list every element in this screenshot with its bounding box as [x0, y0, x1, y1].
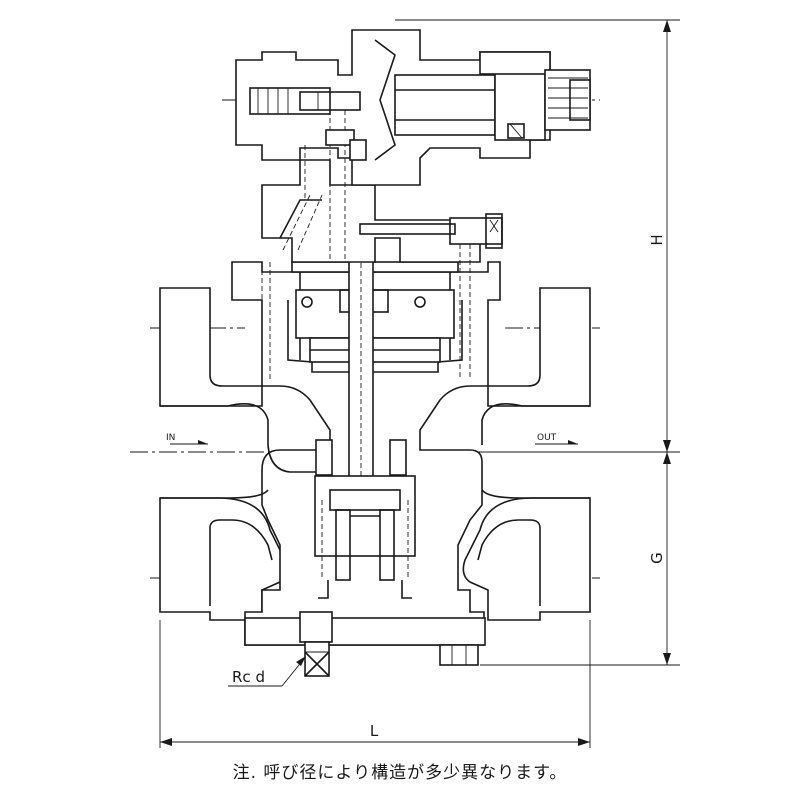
dimension-lines [159, 19, 680, 748]
dim-g-label: G [648, 552, 666, 564]
pilot-body [235, 29, 551, 260]
bottom-cover [244, 611, 486, 666]
flow-arrows [170, 440, 578, 445]
drain-plug [304, 641, 330, 677]
drawing-note: 注. 呼び径により構造が多少異なります。 [232, 763, 568, 783]
port-leader [228, 656, 306, 687]
outlet-label: OUT [537, 433, 557, 443]
inlet-flange [159, 287, 288, 621]
port-label: Rc d [232, 668, 265, 686]
main-valve-seat [314, 475, 416, 599]
inlet-label: IN [166, 433, 175, 443]
adjusting-screw [479, 51, 591, 141]
dim-l-label: L [370, 722, 379, 740]
diaphragm-housing [291, 261, 459, 363]
outlet-flange [462, 287, 591, 621]
dim-h-label: H [648, 234, 666, 245]
